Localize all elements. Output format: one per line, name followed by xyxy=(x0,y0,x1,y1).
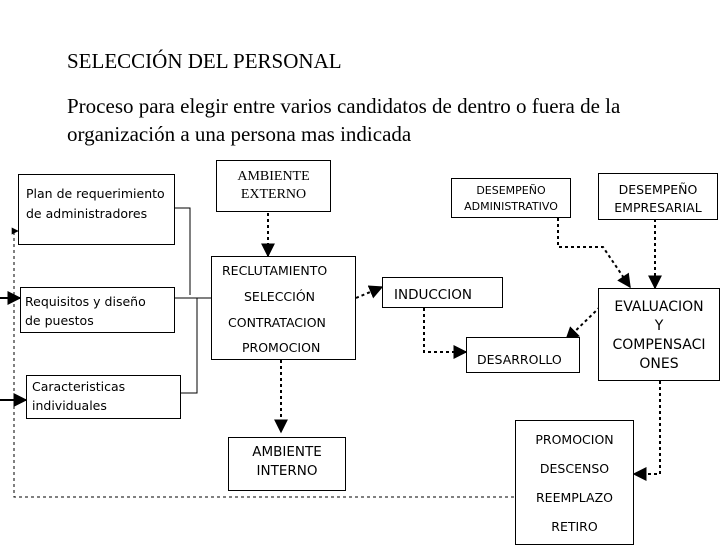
proceso-promocion: PROMOCION xyxy=(242,340,321,355)
arrow-induccion-desarrollo xyxy=(423,308,468,359)
requisitos-line-2: de puestos xyxy=(25,313,94,328)
salida-retiro: RETIRO xyxy=(551,519,598,534)
desempeno-empresarial-line-2: EMPRESARIAL xyxy=(614,200,702,215)
ambiente-interno-line-1: AMBIENTE xyxy=(252,444,322,460)
box-requisitos: Requisitos y diseño de puestos xyxy=(20,287,175,333)
evaluacion-line-4: ONES xyxy=(639,356,679,372)
page-subtitle: Proceso para elegir entre varios candida… xyxy=(67,94,621,146)
evaluacion-line-3: COMPENSACI xyxy=(612,337,706,353)
plan-line-1: Plan de requerimiento xyxy=(26,186,165,201)
proceso-contratacion: CONTRATACION xyxy=(228,315,326,330)
desarrollo-label: DESARROLLO xyxy=(477,352,562,367)
caracteristicas-line-1: Caracteristicas xyxy=(32,379,126,394)
proceso-seleccion: SELECCIÓN xyxy=(244,289,316,304)
box-proceso-central: RECLUTAMIENTO SELECCIÓN CONTRATACION PRO… xyxy=(211,256,356,360)
box-salidas: PROMOCION DESCENSO REEMPLAZO RETIRO xyxy=(515,420,634,545)
salida-reemplazo: REEMPLAZO xyxy=(535,490,613,505)
connector-caracteristicas-line xyxy=(181,297,211,394)
arrow-admin-evaluacion xyxy=(557,218,631,289)
desempeno-empresarial-line-1: DESEMPEÑO xyxy=(618,182,698,197)
ambiente-externo-line-1: AMBIENTE xyxy=(237,169,310,184)
connector-plan-line xyxy=(175,207,191,295)
box-evaluacion: EVALUACION Y COMPENSACI ONES xyxy=(598,288,720,381)
box-caracteristicas: Caracteristicas individuales xyxy=(26,375,181,419)
feedback-loop-line xyxy=(11,227,514,498)
box-desarrollo: DESARROLLO xyxy=(466,337,580,373)
ambiente-externo-line-2: EXTERNO xyxy=(240,187,307,202)
arrow-evaluacion-salidas xyxy=(632,381,661,481)
box-ambiente-externo: AMBIENTE EXTERNO xyxy=(216,160,331,212)
desempeno-admin-line-2: ADMINISTRATIVO xyxy=(464,200,558,213)
box-plan-requerimiento: Plan de requerimiento de administradores xyxy=(18,174,175,245)
box-desempeno-administrativo: DESEMPEÑO ADMINISTRATIVO xyxy=(451,178,571,218)
evaluacion-line-2: Y xyxy=(654,318,664,334)
proceso-reclutamiento: RECLUTAMIENTO xyxy=(222,263,328,278)
salida-promocion: PROMOCION xyxy=(535,432,614,447)
box-induccion: INDUCCION xyxy=(382,277,503,308)
requisitos-line-1: Requisitos y diseño xyxy=(25,294,146,309)
salida-descenso: DESCENSO xyxy=(539,461,610,476)
arrow-evaluacion-desarrollo xyxy=(564,306,601,341)
induccion-label: INDUCCION xyxy=(394,287,472,303)
box-ambiente-interno: AMBIENTE INTERNO xyxy=(228,437,346,491)
desempeno-admin-line-1: DESEMPEÑO xyxy=(476,184,546,197)
ambiente-interno-line-2: INTERNO xyxy=(256,463,318,479)
plan-line-2: de administradores xyxy=(26,206,148,221)
box-desempeno-empresarial: DESEMPEÑO EMPRESARIAL xyxy=(598,173,718,220)
caracteristicas-line-2: individuales xyxy=(32,398,107,413)
page-title: SELECCIÓN DEL PERSONAL xyxy=(67,49,342,73)
evaluacion-line-1: EVALUACION xyxy=(614,299,704,315)
arrow-proceso-induccion xyxy=(355,285,384,299)
